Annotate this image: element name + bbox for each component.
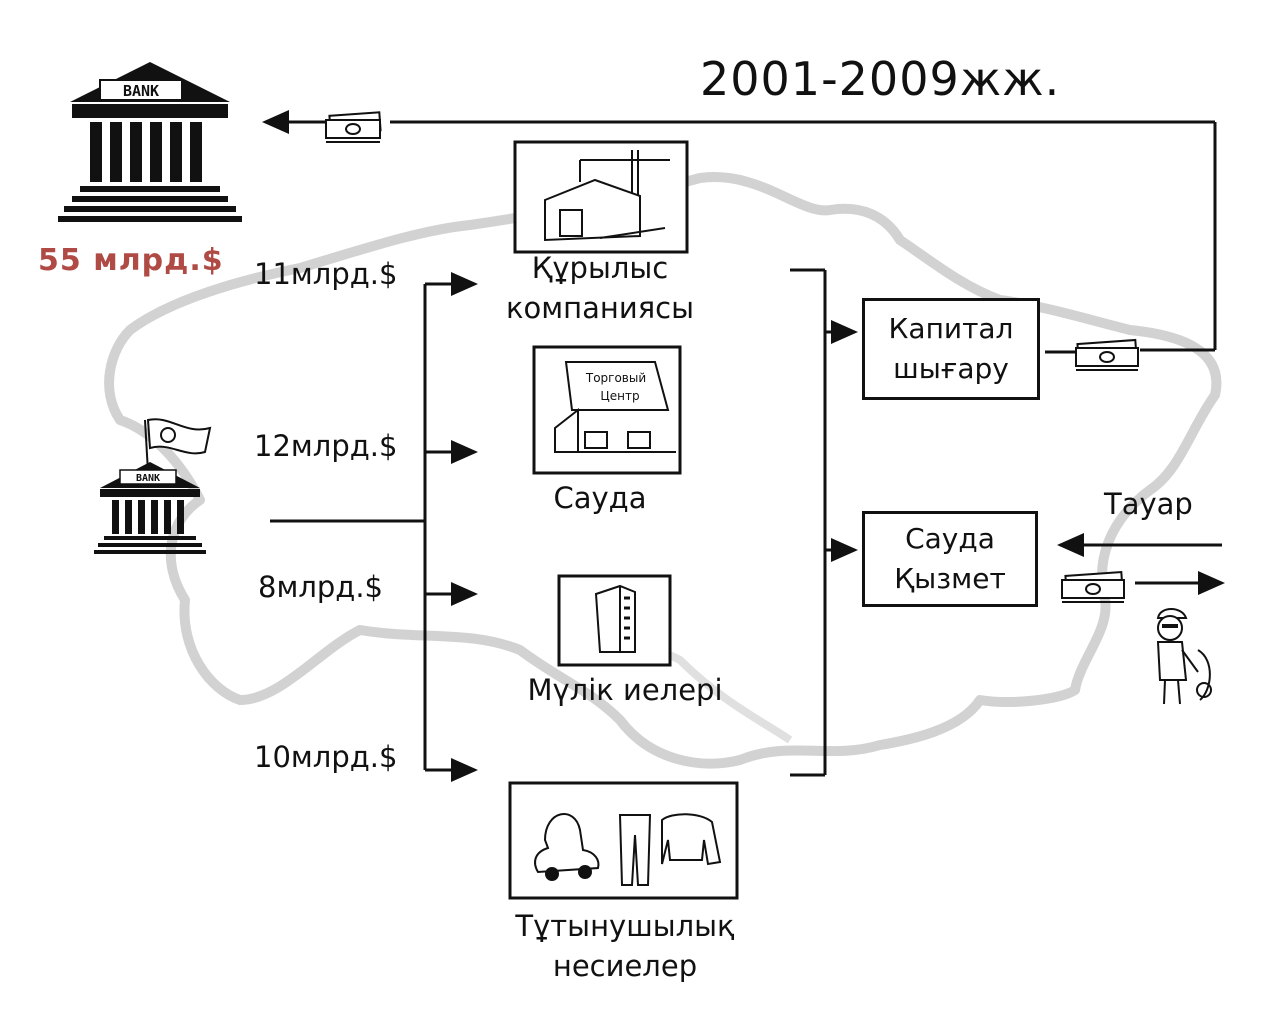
capital-outflow-line1: Капитал — [888, 312, 1014, 345]
sector-label-consumer-line2: несиелер — [552, 949, 698, 983]
mall-sign-line2: Центр — [600, 389, 639, 403]
money-bundle-icon — [325, 111, 382, 143]
capital-outflow-line2: шығару — [893, 352, 1009, 385]
sector-label-construction-line2: компаниясы — [506, 291, 694, 325]
tower-building-icon — [594, 584, 636, 653]
central-bank-total: 55 млрд.$ — [38, 243, 224, 278]
sector-label-consumer-line1: Тұтынушылық — [515, 909, 735, 943]
consumer-picture — [508, 781, 739, 900]
sector-label-consumer: Тұтынушылық несиелер — [480, 906, 770, 986]
sector-label-construction-line1: Құрылыс — [531, 251, 669, 285]
flow-amount-property: 8млрд.$ — [258, 570, 383, 604]
trade-service-box: Сауда Қызмет — [862, 511, 1038, 607]
bank-sign-text-small: BANK — [136, 473, 160, 484]
bank-with-flag-icon: BANK — [94, 418, 212, 554]
money-bundle-icon — [1075, 338, 1139, 371]
construction-crane-icon — [544, 150, 670, 242]
flow-amount-construction: 11млрд.$ — [254, 257, 398, 291]
map-outline — [104, 172, 1222, 769]
diagram-title: 2001-2009жж. — [700, 52, 1061, 106]
bank-icon: BANK — [58, 62, 242, 222]
money-bundle-icon — [1061, 571, 1125, 603]
goods-label: Тауар — [1104, 487, 1193, 521]
construction-picture — [513, 140, 689, 254]
flow-amount-consumer: 10млрд.$ — [254, 740, 398, 774]
car-and-clothes-icon — [534, 813, 722, 886]
shopping-mall-icon: Торговый Центр — [554, 361, 676, 453]
sector-label-construction: Құрылыс компаниясы — [480, 248, 720, 328]
flow-amount-trade: 12млрд.$ — [254, 429, 398, 463]
property-picture — [557, 574, 672, 667]
sector-label-property: Мүлік иелері — [527, 673, 723, 707]
flow-lines — [262, 110, 1225, 782]
mall-sign-line1: Торговый — [585, 371, 646, 385]
bank-sign-text: BANK — [123, 82, 159, 100]
trade-service-line1: Сауда — [905, 522, 995, 555]
capital-outflow-box: Капитал шығару — [862, 298, 1040, 400]
trade-picture: Торговый Центр — [532, 345, 682, 475]
trade-service-line2: Қызмет — [894, 562, 1006, 595]
trader-figure-icon — [1156, 608, 1212, 705]
sector-label-trade: Сауда — [553, 481, 647, 515]
